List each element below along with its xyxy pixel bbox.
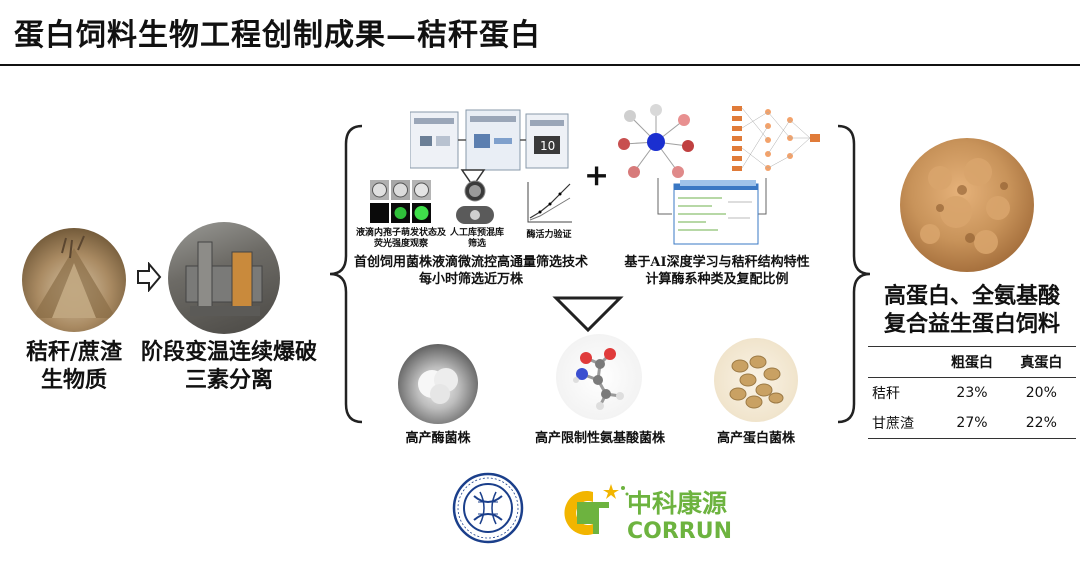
left-brace [328, 124, 364, 428]
product-label: 高蛋白、全氨基酸 复合益生蛋白饲料 [866, 282, 1078, 338]
library-caption: 人工库预混库 筛选 [446, 228, 508, 250]
screening-desc-line2: 每小时筛选近万株 [418, 272, 523, 287]
ai-desc-line2: 计算酶系种类及复配比例 [645, 272, 789, 287]
svg-text:10: 10 [540, 139, 555, 153]
protein-content-table: 粗蛋白 真蛋白 秸秆 23% 20% 甘蔗渣 27% 22% [868, 346, 1076, 439]
neural-network-diagram [728, 100, 824, 188]
protein-strain-label: 高产蛋白菌株 [716, 431, 795, 446]
source-label-line2: 生物质 [40, 367, 107, 393]
library-caption-line2: 筛选 [467, 239, 486, 249]
table-header-empty [868, 346, 938, 378]
corrun-logo: 中科康源 CORRUN [555, 478, 755, 548]
microscopy-images [370, 180, 432, 228]
enzyme-network-diagram [616, 102, 696, 186]
product-label-line2: 复合益生蛋白饲料 [883, 311, 1060, 337]
ai-description: 基于AI深度学习与秸秆结构特性 计算酶系种类及复配比例 [612, 254, 822, 288]
protein-strain-image [714, 338, 798, 422]
table-cell-crude: 23% [956, 385, 988, 401]
microscopy-caption: 液滴内孢子萌发状态及 荧光强度观察 [356, 228, 446, 250]
amino-acid-strain-label: 高产限制性氨基酸菌株 [534, 431, 665, 446]
microscopy-caption-line1: 液滴内孢子萌发状态及 [356, 228, 447, 238]
title-divider [0, 64, 1080, 66]
big-arrow-down-icon [552, 294, 624, 338]
enzyme-caption-line1: 酶活力验证 [526, 230, 572, 240]
table-header-crude: 粗蛋白 [937, 346, 1007, 378]
source-label-line1: 秸秆/蔗渣 [25, 339, 123, 365]
amino-acid-strain-image [556, 334, 642, 420]
enzyme-activity-chart [524, 180, 574, 230]
ai-desc-line1: 基于AI深度学习与秸秆结构特性 [624, 255, 810, 270]
page-title: 蛋白饲料生物工程创制成果—秸秆蛋白 [14, 18, 541, 53]
process-label: 阶段变温连续爆破 三素分离 [134, 338, 324, 394]
process-label-line1: 阶段变温连续爆破 [140, 339, 317, 365]
product-label-line1: 高蛋白、全氨基酸 [883, 283, 1060, 309]
table-header-row: 粗蛋白 真蛋白 [868, 346, 1076, 378]
screening-desc-line1: 首创饲用菌株液滴微流控高通量筛选技术 [353, 255, 588, 270]
table-cell-true: 22% [1006, 408, 1076, 439]
protein-feed-image [900, 138, 1034, 272]
table-cell-true: 20% [1025, 385, 1057, 401]
process-label-line2: 三素分离 [184, 367, 273, 393]
arrow-down-icon [458, 168, 488, 192]
plus-sign: + [584, 158, 610, 193]
computation-result-windows [652, 178, 772, 252]
right-brace [836, 124, 872, 428]
institute-seal-logo [452, 472, 524, 548]
table-row: 甘蔗渣 27% 22% [868, 408, 1076, 439]
table-cell-crude: 27% [937, 408, 1007, 439]
enzyme-strain-image [398, 344, 478, 424]
table-row: 秸秆 23% 20% [868, 378, 1076, 409]
enzyme-strain-label: 高产酶菌株 [405, 431, 471, 446]
arrow-right-icon [136, 261, 162, 296]
droplet-screening-schematic: 10 [409, 108, 570, 182]
table-row-name: 秸秆 [872, 386, 900, 402]
corrun-en-text: CORRUN [627, 519, 732, 544]
screening-description: 首创饲用菌株液滴微流控高通量筛选技术 每小时筛选近万株 [340, 254, 602, 288]
straw-biomass-image [22, 228, 126, 332]
microscopy-caption-line2: 荧光强度观察 [373, 239, 428, 249]
table-header-true: 真蛋白 [1006, 346, 1076, 378]
library-caption-line1: 人工库预混库 [449, 228, 504, 238]
source-label: 秸秆/蔗渣 生物质 [8, 338, 140, 394]
corrun-cn-text: 中科康源 [627, 489, 727, 518]
library-plate-images [452, 180, 498, 230]
table-row-name: 甘蔗渣 [868, 408, 938, 439]
enzyme-caption: 酶活力验证 [520, 230, 578, 241]
steam-explosion-equipment-image [168, 222, 280, 334]
